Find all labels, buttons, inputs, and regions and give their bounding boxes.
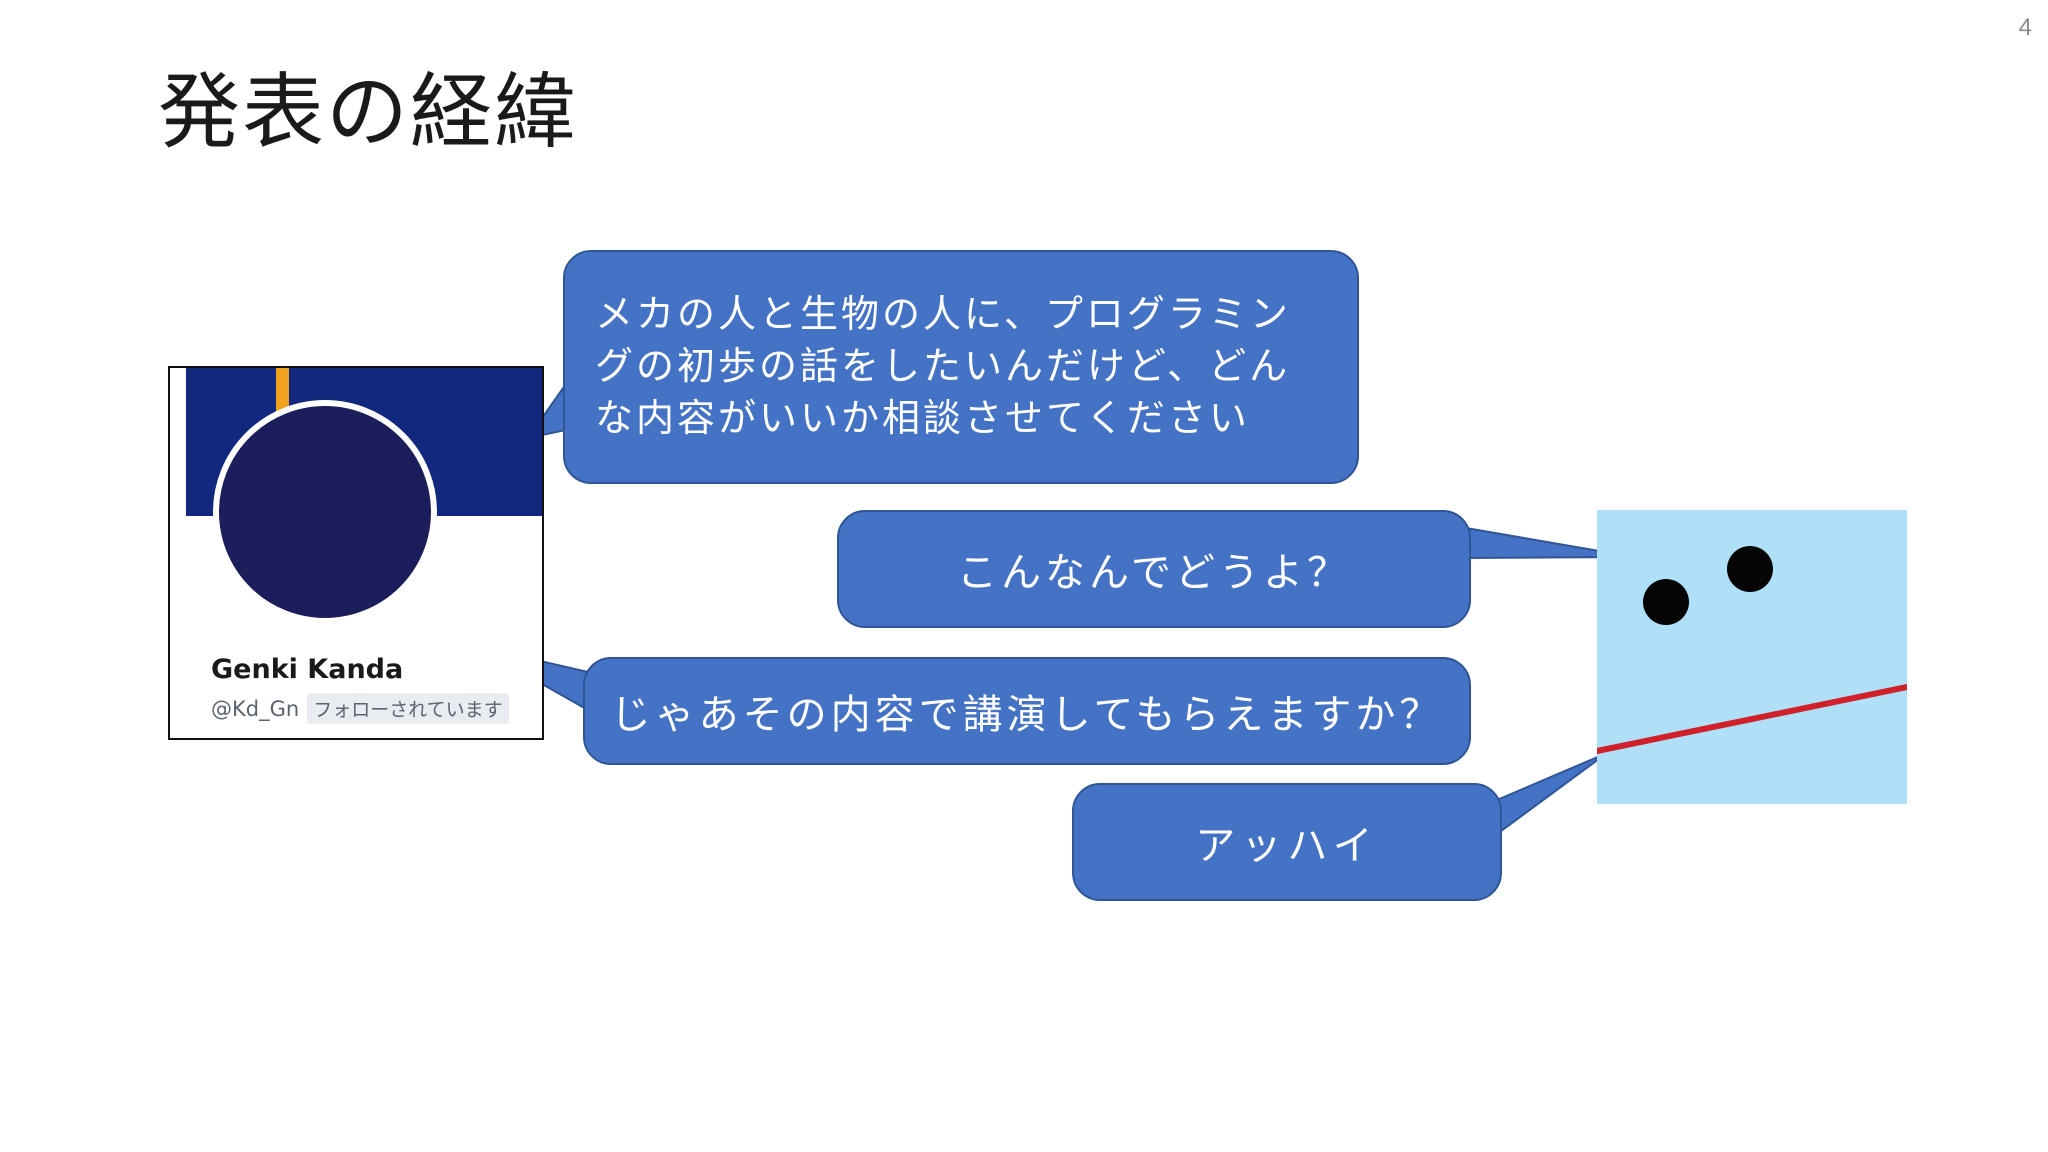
reply-bubble: こんなんでどうよ？ [837, 510, 1471, 628]
character-left-eye [1643, 579, 1689, 625]
reaction-bubble: アッハイ [1072, 783, 1502, 901]
reaction-text: アッハイ [1195, 823, 1379, 869]
reaction-bubble-tail [1496, 752, 1608, 836]
reply-text: こんなんでどうよ？ [957, 550, 1351, 596]
follow-status-badge: フォローされています [307, 693, 509, 724]
character-right-eye [1727, 546, 1773, 592]
profile-name: Genki Kanda [211, 654, 404, 685]
character-mouth [1597, 683, 1907, 755]
character-illustration [1597, 510, 1907, 804]
avatar [213, 400, 437, 624]
profile-handle-row: @Kd_Gn フォローされています [211, 693, 509, 724]
invite-bubble: じゃあその内容で講演してもらえますか？ [583, 657, 1471, 765]
request-line-2: グの初歩の話をしたいんだけど、どん [595, 344, 1291, 388]
request-bubble: メカの人と生物の人に、プログラミン グの初歩の話をしたいんだけど、どん な内容が… [563, 250, 1359, 484]
character-face [1597, 546, 1907, 755]
invite-text: じゃあその内容で講演してもらえますか？ [610, 692, 1444, 738]
request-line-3: な内容がいいか相談させてください [595, 396, 1250, 440]
profile-handle: @Kd_Gn [211, 696, 300, 721]
page-number: 4 [2018, 14, 2032, 41]
slide-title: 発表の経緯 [158, 65, 579, 160]
request-line-1: メカの人と生物の人に、プログラミン [595, 292, 1291, 336]
profile-card: Genki Kanda @Kd_Gn フォローされています [168, 366, 544, 740]
